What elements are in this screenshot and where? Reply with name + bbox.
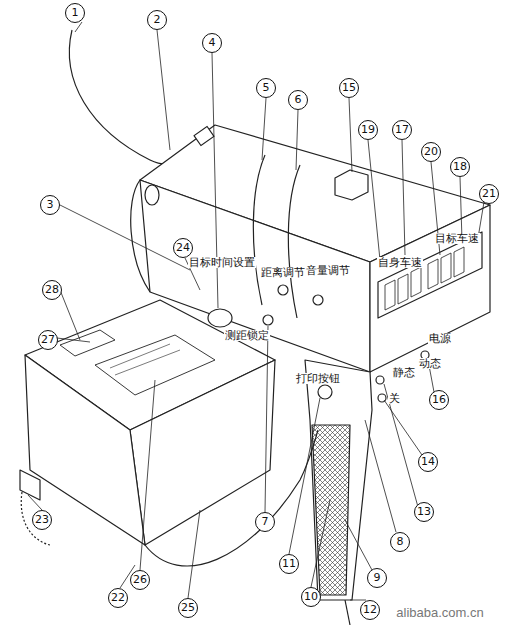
- part-label: 音量调节: [305, 265, 351, 276]
- part-label: 自身车速: [377, 257, 423, 268]
- watermark: alibaba.com.cn: [396, 606, 483, 619]
- callout-number: 15: [339, 78, 359, 98]
- part-label: 电源: [428, 333, 452, 344]
- callout-number: 6: [288, 90, 308, 110]
- callout-number: 25: [178, 598, 198, 618]
- part-label: 距离调节: [260, 267, 306, 278]
- callout-number: 3: [40, 195, 60, 215]
- part-label: 测距锁定: [224, 330, 270, 341]
- part-label: 打印按钮: [295, 373, 341, 384]
- part-label: 目标时间设置: [188, 257, 256, 268]
- callout-number: 2: [147, 10, 167, 30]
- callout-number: 5: [256, 78, 276, 98]
- callout-number: 1: [65, 3, 85, 23]
- callout-number: 17: [392, 120, 412, 140]
- part-label: 目标车速: [434, 233, 480, 244]
- callout-number: 23: [32, 510, 52, 530]
- callout-number: 4: [202, 33, 222, 53]
- part-label: 关: [388, 393, 401, 404]
- callout-number: 11: [279, 554, 299, 574]
- callout-number: 28: [42, 280, 62, 300]
- callout-number: 27: [38, 330, 58, 350]
- part-label: 动态: [418, 358, 442, 369]
- callout-number: 10: [301, 587, 321, 607]
- callout-number: 20: [421, 142, 441, 162]
- part-label: 静态: [392, 367, 416, 378]
- callout-number: 18: [450, 157, 470, 177]
- callout-number: 14: [418, 452, 438, 472]
- callout-number: 16: [429, 390, 449, 410]
- callout-number: 13: [414, 502, 434, 522]
- callout-number: 26: [130, 570, 150, 590]
- callout-number: 7: [255, 512, 275, 532]
- callout-number: 8: [390, 532, 410, 552]
- callout-number: 22: [108, 588, 128, 608]
- callout-number: 21: [479, 184, 499, 204]
- callout-number: 19: [358, 120, 378, 140]
- callout-number: 12: [360, 600, 380, 620]
- callout-number: 9: [367, 568, 387, 588]
- callout-number: 24: [173, 238, 193, 258]
